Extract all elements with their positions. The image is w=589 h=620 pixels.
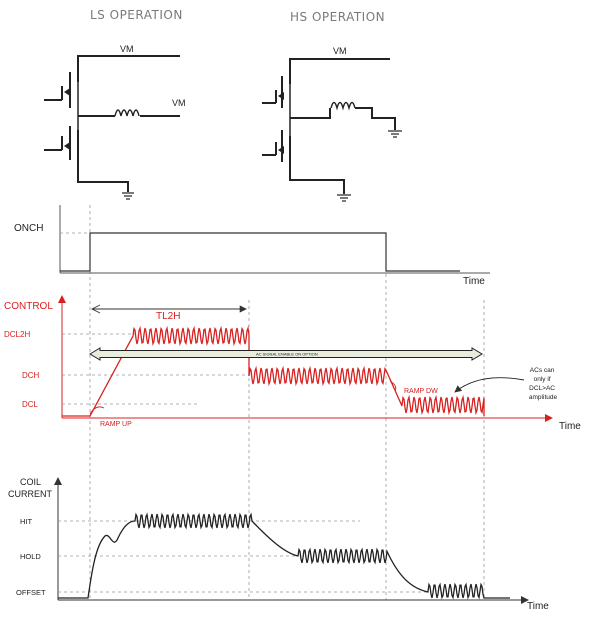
coil-level-offset: OFFSET xyxy=(16,588,46,597)
hs-vm-top-label: VM xyxy=(333,46,347,56)
tl2h-left-arrow-icon xyxy=(90,304,101,314)
ramp-up-arc xyxy=(89,406,105,415)
ls-vm-right-label: VM xyxy=(172,98,186,108)
coil-current-waveform xyxy=(58,512,510,600)
control-panel xyxy=(58,295,553,422)
control-level-dch: DCH xyxy=(22,371,40,380)
hs-title: HS OPERATION xyxy=(290,10,385,24)
ls-title: LS OPERATION xyxy=(90,8,183,22)
onch-time-label: Time xyxy=(463,276,485,287)
ls-diode-low-icon xyxy=(64,142,70,150)
control-time-label: Time xyxy=(559,421,581,432)
ramp-up-label: RAMP UP xyxy=(100,421,132,428)
coil-level-hold: HOLD xyxy=(20,552,41,561)
svg-text:ACs can only if DC: ACs can only if DCL>AC amplitude xyxy=(529,367,558,401)
coil-title-line1: COIL xyxy=(20,477,41,487)
hs-schematic xyxy=(262,58,402,202)
ac-enable-label: AC SIGNAL ENABLE ON OPTION xyxy=(256,352,318,357)
hs-diode-low-icon xyxy=(278,146,284,154)
control-level-dcl2h: DCL2H xyxy=(4,330,30,339)
coil-level-hit: HIT xyxy=(20,517,33,526)
ls-coil-icon xyxy=(114,109,140,117)
hs-coil-icon xyxy=(330,101,356,111)
control-title: CONTROL xyxy=(4,301,53,312)
control-waveform xyxy=(62,325,485,417)
coil-title-line2: CURRENT xyxy=(8,489,53,499)
control-level-dcl: DCL xyxy=(22,400,39,409)
ls-schematic xyxy=(44,55,180,200)
hs-diode-high-icon xyxy=(278,92,284,100)
ls-vm-top-label: VM xyxy=(120,44,134,54)
tl2h-label: TL2H xyxy=(156,311,180,322)
ac-note: ACs can only if DCL>AC amplitude xyxy=(454,367,558,401)
ramp-dw-arc xyxy=(389,380,397,392)
coil-panel xyxy=(54,477,529,604)
time-guides xyxy=(89,205,485,600)
onch-label: ONCH xyxy=(14,223,43,234)
ac-enable-arrow xyxy=(89,347,483,361)
onch-panel xyxy=(59,205,490,274)
ls-diode-high-icon xyxy=(64,88,70,96)
coil-time-label: Time xyxy=(527,601,549,612)
ramp-dw-label: RAMP DW xyxy=(404,388,438,395)
